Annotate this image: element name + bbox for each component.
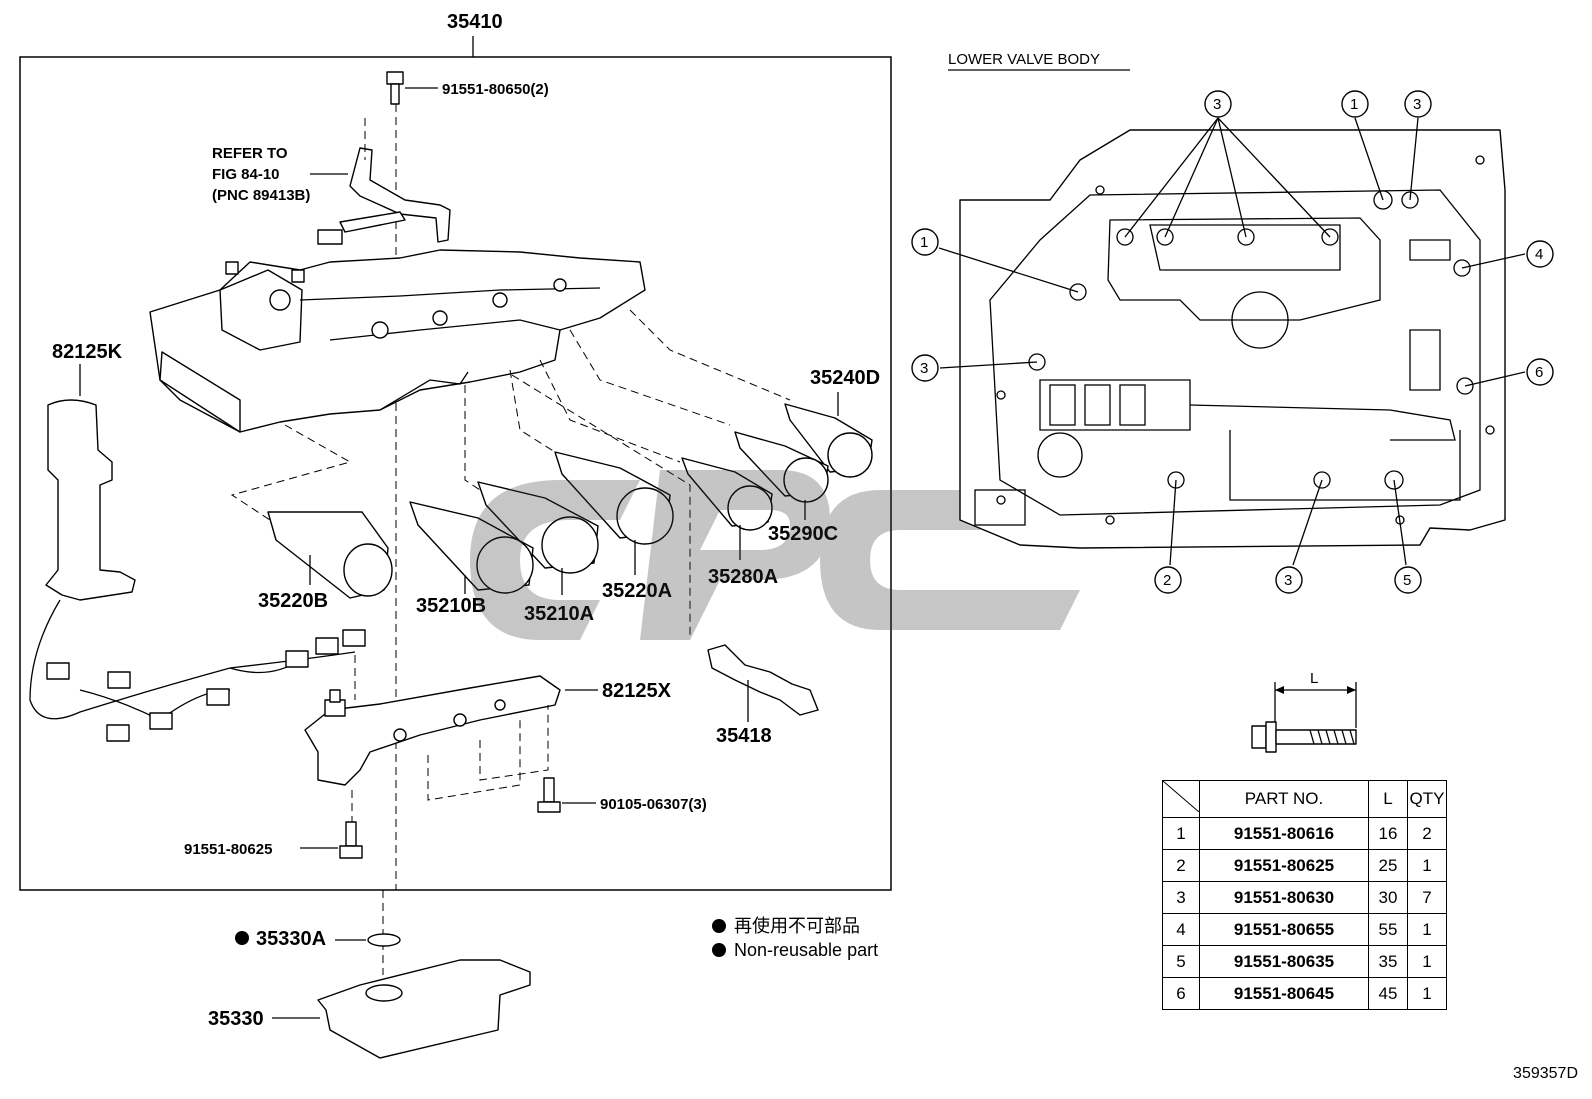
header-part-no: PART NO. [1199, 780, 1369, 818]
label-35280a: 35280A [708, 566, 778, 588]
label-bolt-80625: 91551-80625 [184, 841, 272, 858]
label-35210a: 35210A [524, 603, 594, 625]
bolt-80625 [300, 821, 363, 859]
bullet-icon [712, 943, 726, 957]
lower-valve-body-drawing [959, 129, 1506, 549]
legend-en: Non-reusable part [712, 938, 878, 962]
parts-table: PART NO. L QTY 1 91551-80616 16 2 2 9155… [1162, 780, 1447, 1010]
label-35290c: 35290C [768, 523, 838, 545]
header-corner [1162, 780, 1200, 818]
svg-text:5: 5 [1403, 572, 1411, 589]
label-82125x: 82125X [602, 680, 672, 702]
svg-text:3: 3 [1284, 572, 1292, 589]
solenoid-35220a [554, 451, 674, 575]
wire-harness [29, 399, 366, 742]
assembly-frame [19, 56, 892, 891]
dimension-label: L [1310, 670, 1318, 687]
svg-text:1: 1 [1350, 96, 1358, 113]
label-35210b: 35210B [416, 595, 486, 617]
solenoid-35210a [477, 481, 599, 595]
refer-line-3: (PNC 89413B) [212, 187, 310, 204]
svg-text:3: 3 [1413, 96, 1421, 113]
bolt-top [386, 71, 438, 105]
nonreusable-marker [235, 931, 249, 945]
label-oring: 35330A [256, 928, 326, 950]
strainer [272, 959, 531, 1059]
legend: 再使用不可部品 Non-reusable part [712, 914, 878, 962]
solenoid-35240d [784, 392, 873, 478]
bolt-90105 [537, 777, 596, 813]
label-35220b: 35220B [258, 590, 328, 612]
lvb-title: LOWER VALVE BODY [948, 51, 1100, 68]
diagram-code: 359357D [1513, 1065, 1578, 1082]
table-row: 1 91551-80616 16 2 [1162, 817, 1447, 850]
svg-text:6: 6 [1535, 364, 1543, 381]
label-bolt-top: 91551-80650(2) [442, 81, 549, 98]
solenoid-35220b [267, 511, 393, 599]
svg-text:3: 3 [1213, 96, 1221, 113]
svg-text:4: 4 [1535, 246, 1543, 263]
callout-leaders [938, 117, 1526, 566]
header-l: L [1368, 780, 1408, 818]
watermark [470, 470, 1080, 640]
table-row: 3 91551-80630 30 7 [1162, 881, 1447, 914]
solenoid-35280a [681, 457, 773, 560]
plate-82125x [304, 675, 598, 786]
diagonal-icon [1162, 780, 1200, 813]
label-bolt-90105: 90105-06307(3) [600, 796, 707, 813]
legend-jp: 再使用不可部品 [712, 914, 878, 938]
label-strainer: 35330 [208, 1008, 264, 1030]
label-35240d: 35240D [810, 367, 880, 389]
label-35418: 35418 [716, 725, 772, 747]
detent-bracket [317, 147, 451, 245]
table-row: 6 91551-80645 45 1 [1162, 977, 1447, 1010]
solenoid-35210b [409, 501, 534, 594]
bullet-icon [712, 919, 726, 933]
solenoid-35290c [734, 431, 829, 520]
refer-line-2: FIG 84-10 [212, 166, 280, 183]
table-row: 2 91551-80625 25 1 [1162, 849, 1447, 882]
refer-line-1: REFER TO [212, 145, 288, 162]
oring [367, 933, 401, 947]
label-35220a: 35220A [602, 580, 672, 602]
svg-text:2: 2 [1163, 572, 1171, 589]
label-82125k: 82125K [52, 341, 123, 363]
callout-circles: 3 1 3 1 4 3 6 2 3 5 [911, 90, 1554, 594]
table-row: 4 91551-80655 55 1 [1162, 913, 1447, 946]
table-row: 5 91551-80635 35 1 [1162, 945, 1447, 978]
main-assembly-label: 35410 [447, 11, 503, 33]
table-header: PART NO. L QTY [1162, 780, 1447, 818]
header-qty: QTY [1407, 780, 1447, 818]
valve-body [149, 249, 646, 433]
svg-text:3: 3 [920, 360, 928, 377]
svg-text:1: 1 [920, 234, 928, 251]
bolt-dimension-figure [1251, 682, 1357, 753]
valve-35418 [707, 644, 819, 722]
